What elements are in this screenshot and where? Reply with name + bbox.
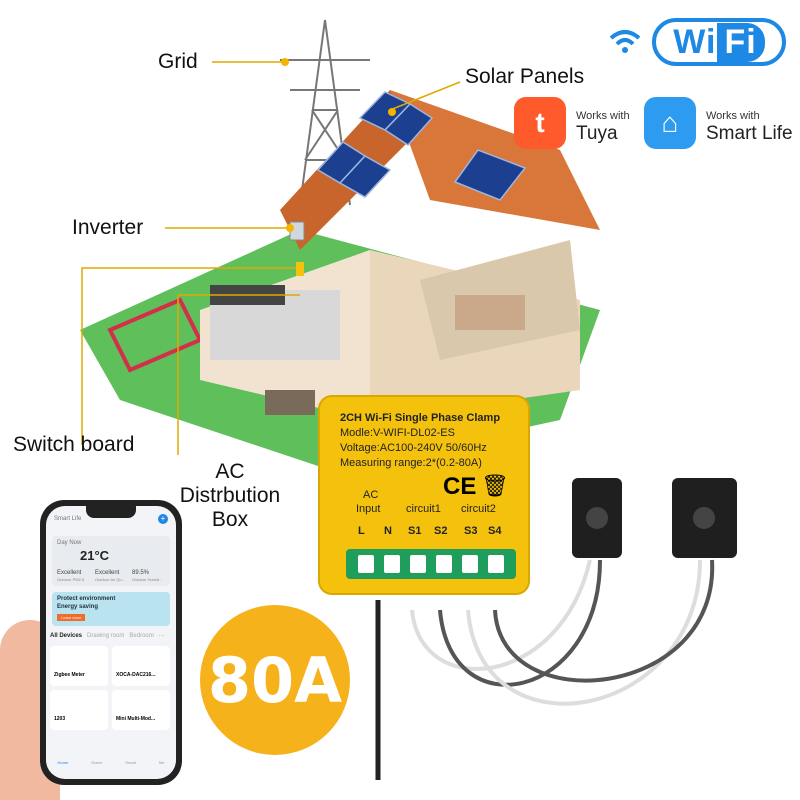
stat-pm25-label: Outdoor PM2.5 xyxy=(57,577,85,582)
device-title: 2CH Wi-Fi Single Phase Clamp xyxy=(340,412,501,424)
banner-button[interactable]: Learn more xyxy=(57,614,86,621)
label-switch-board: Switch board xyxy=(13,433,135,456)
current-clamp-2 xyxy=(672,478,737,558)
label-ac-line3: Box xyxy=(211,508,249,531)
nav-smart[interactable]: Smart xyxy=(125,760,137,765)
tab-drawing-room[interactable]: Drawing room xyxy=(87,633,125,639)
device-voltage: Voltage:AC100-240V 50/60Hz xyxy=(340,442,487,454)
pin-s1: S1 xyxy=(408,525,422,537)
device-name: Zigbee Meter xyxy=(54,672,85,678)
banner-line2: Energy saving xyxy=(57,604,99,610)
pin-s2: S2 xyxy=(434,525,448,537)
ce-mark: CE xyxy=(443,473,477,500)
device-card[interactable]: Mini Multi-Mod... xyxy=(112,690,170,730)
device-card[interactable]: 1203 xyxy=(50,690,108,730)
app-title: Smart Life xyxy=(54,516,82,522)
tuya-name: Tuya xyxy=(576,123,618,144)
wifi-badge: Wi Fi xyxy=(652,18,786,66)
current-clamp-1 xyxy=(572,478,622,558)
pin-s4: S4 xyxy=(488,525,502,537)
label-grid: Grid xyxy=(158,50,198,73)
weather-card: Day Now 21°C Excellent Excellent 89.5% O… xyxy=(52,536,170,586)
tuya-works-with: Works with xyxy=(576,110,630,122)
terminal-screw xyxy=(408,553,428,575)
pin-l: L xyxy=(358,525,365,537)
switch-board-unit xyxy=(296,262,304,276)
label-input: Input xyxy=(356,503,381,515)
nav-me[interactable]: Me xyxy=(158,760,165,765)
wifi-badge-right: Fi xyxy=(716,22,765,62)
terminal-screw xyxy=(382,553,402,575)
label-ac-line1: AC xyxy=(215,460,245,483)
stat-pm25: Excellent xyxy=(57,570,82,576)
device-range: Measuring range:2*(0.2-80A) xyxy=(340,457,482,469)
tabs-more[interactable]: ··· xyxy=(158,633,165,639)
device-name: XOCA-DAC216... xyxy=(116,672,156,678)
device-name: 1203 xyxy=(54,716,66,722)
bottom-nav: Home Scene Smart Me xyxy=(46,760,176,765)
device-name: Mini Multi-Mod... xyxy=(116,716,156,722)
smart-life-works-with: Works with xyxy=(706,110,760,122)
terminal-screw xyxy=(460,553,480,575)
label-ac-line2: Distrbution xyxy=(179,484,281,507)
tab-bedroom[interactable]: Bedroom xyxy=(129,633,154,639)
stat-air-label: Outdoor Air Qu... xyxy=(95,577,126,582)
terminal-block xyxy=(346,549,516,579)
label-ac-distribution-box: AC Distrbution Box xyxy=(160,460,300,532)
label-circuit2: circuit2 xyxy=(461,503,496,515)
phone-notch xyxy=(86,506,136,518)
current-rating-badge: 80A xyxy=(200,605,350,755)
promo-banner[interactable]: Protect environment Energy saving Learn … xyxy=(52,592,170,626)
tab-all-devices[interactable]: All Devices xyxy=(50,633,83,639)
label-ac: AC xyxy=(363,489,379,501)
tuya-logo-icon: t xyxy=(514,97,566,149)
pin-n: N xyxy=(384,525,392,537)
weather-label: Day Now xyxy=(57,540,82,546)
nav-scene[interactable]: Scene xyxy=(91,760,103,765)
home-icon: ⌂ xyxy=(644,97,696,149)
add-device-button[interactable]: + xyxy=(158,514,168,524)
banner-line1: Protect environment xyxy=(57,596,116,602)
grid-pylon xyxy=(280,19,370,206)
nav-home[interactable]: Home xyxy=(57,760,69,765)
label-solar-panels: Solar Panels xyxy=(465,65,585,88)
current-rating-text: 80A xyxy=(207,643,343,717)
solar-panels xyxy=(316,91,527,201)
stat-air: Excellent xyxy=(95,570,120,576)
pin-s3: S3 xyxy=(464,525,478,537)
wifi-signal-icon xyxy=(609,30,641,53)
device-card[interactable]: XOCA-DAC216... xyxy=(112,646,170,686)
room-tabs: All Devices Drawing room Bedroom ··· xyxy=(50,633,165,639)
stat-humidity-label: Outdoor Humid... xyxy=(132,577,163,582)
phone-screen: Smart Life + Day Now 21°C Excellent Exce… xyxy=(46,506,176,779)
bed xyxy=(455,295,525,330)
clamp-wires xyxy=(410,559,715,706)
device-model: Modle:V-WIFI-DL02-ES xyxy=(340,427,455,439)
weee-bin-icon: 🗑 xyxy=(481,473,509,498)
leader-lines xyxy=(81,61,461,455)
terminal-screw xyxy=(434,553,454,575)
label-circuit1: circuit1 xyxy=(406,503,441,515)
smart-life-name: Smart Life xyxy=(706,123,793,144)
wifi-badge-left: Wi xyxy=(673,22,717,61)
terminal-screw xyxy=(486,553,506,575)
device-card[interactable]: Zigbee Meter xyxy=(50,646,108,686)
clamp-meter-device: 2CH Wi-Fi Single Phase Clamp Modle:V-WIF… xyxy=(318,395,530,595)
label-inverter: Inverter xyxy=(72,216,144,239)
temperature: 21°C xyxy=(80,548,110,563)
sofa xyxy=(265,390,315,415)
stat-humidity: 89.5% xyxy=(132,570,150,576)
terminal-screw xyxy=(356,553,376,575)
smartphone: Smart Life + Day Now 21°C Excellent Exce… xyxy=(40,500,182,785)
